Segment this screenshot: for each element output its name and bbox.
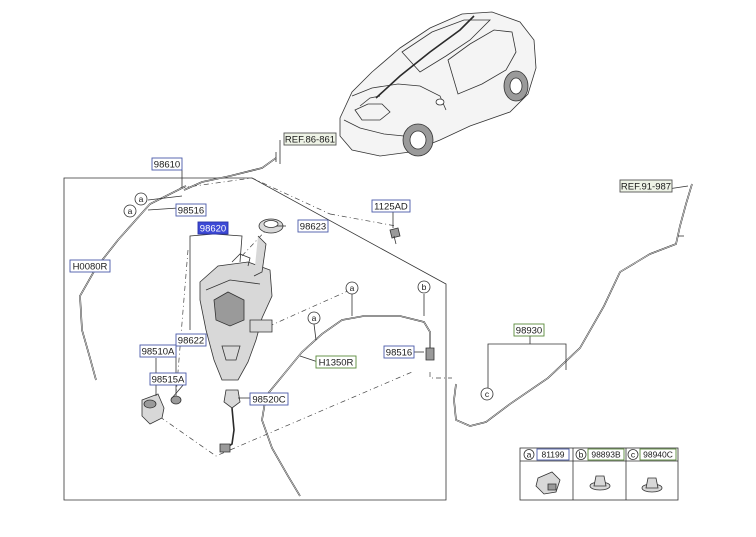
svg-text:98623: 98623 [300, 222, 326, 233]
callout-a-4: a [307, 311, 321, 325]
label-leaders [97, 140, 689, 399]
svg-text:H1350R: H1350R [319, 358, 354, 369]
reservoir-cap [258, 218, 284, 234]
svg-text:H0080R: H0080R [73, 262, 108, 273]
ref-91-987-label[interactable]: REF.91-987 [619, 179, 673, 193]
svg-text:c: c [631, 450, 636, 460]
part-label-98610[interactable]: 98610 [151, 157, 183, 171]
svg-text:98930: 98930 [516, 326, 542, 337]
washer-reservoir [199, 235, 273, 381]
part-label-98515a[interactable]: 98515A [149, 372, 187, 386]
svg-text:98620: 98620 [200, 224, 226, 235]
hose-98930 [453, 183, 693, 427]
hose-h0080r [79, 150, 281, 381]
part-label-98622[interactable]: 98622 [175, 333, 207, 347]
svg-text:a: a [139, 194, 144, 204]
svg-text:REF.86-861: REF.86-861 [285, 135, 335, 146]
bolt-1125ad [389, 227, 401, 245]
legend-item-c[interactable]: c 98940C [627, 448, 677, 493]
part-label-1125ad[interactable]: 1125AD [371, 199, 411, 213]
legend-item-b[interactable]: b 98893B [575, 448, 625, 491]
connector-98516 [425, 347, 435, 361]
svg-text:98516: 98516 [178, 206, 204, 217]
part-label-98520c[interactable]: 98520C [249, 392, 289, 406]
part-label-98516-mid[interactable]: 98516 [383, 345, 415, 359]
svg-text:98622: 98622 [178, 336, 204, 347]
clip-icon [535, 471, 561, 495]
legend-item-a[interactable]: a 81199 [523, 448, 570, 495]
svg-text:c: c [485, 389, 490, 399]
plug-icon [641, 477, 663, 493]
car-illustration [339, 11, 537, 157]
svg-text:98893B: 98893B [591, 450, 621, 460]
svg-text:a: a [350, 283, 355, 293]
svg-text:a: a [527, 450, 532, 460]
part-label-98620[interactable]: 98620 [197, 221, 229, 235]
svg-text:81199: 81199 [541, 450, 564, 460]
callout-c: c [480, 387, 494, 401]
svg-text:b: b [579, 450, 584, 460]
part-label-98930[interactable]: 98930 [513, 323, 545, 337]
legend-table: a 81199 b 98893B c 98940C [519, 447, 679, 501]
svg-text:b: b [422, 282, 427, 292]
grommet-98622 [170, 395, 182, 405]
svg-text:98516: 98516 [386, 348, 412, 359]
callout-a-2: a [123, 204, 137, 218]
part-label-h0080r[interactable]: H0080R [69, 259, 111, 273]
svg-text:1125AD: 1125AD [374, 202, 408, 213]
grommet-icon [589, 475, 611, 491]
callout-a-1: a [134, 192, 148, 206]
callout-b: b [417, 280, 431, 294]
part-label-98516-top[interactable]: 98516 [175, 203, 207, 217]
svg-text:98940C: 98940C [643, 450, 673, 460]
svg-text:98515A: 98515A [152, 375, 185, 386]
washer-pump [141, 393, 165, 425]
part-label-98510a[interactable]: 98510A [139, 344, 177, 358]
svg-text:a: a [128, 206, 133, 216]
level-sensor [219, 389, 241, 453]
svg-text:98610: 98610 [154, 160, 180, 171]
ref-86-861-label[interactable]: REF.86-861 [283, 132, 337, 146]
part-label-98623[interactable]: 98623 [297, 219, 329, 233]
callout-a-3: a [345, 281, 359, 295]
svg-text:a: a [312, 313, 317, 323]
svg-text:REF.91-987: REF.91-987 [621, 182, 671, 193]
hose-h1350r [261, 315, 431, 497]
part-label-h1350r[interactable]: H1350R [315, 355, 357, 369]
svg-text:98510A: 98510A [142, 347, 175, 358]
svg-text:98520C: 98520C [252, 395, 285, 406]
